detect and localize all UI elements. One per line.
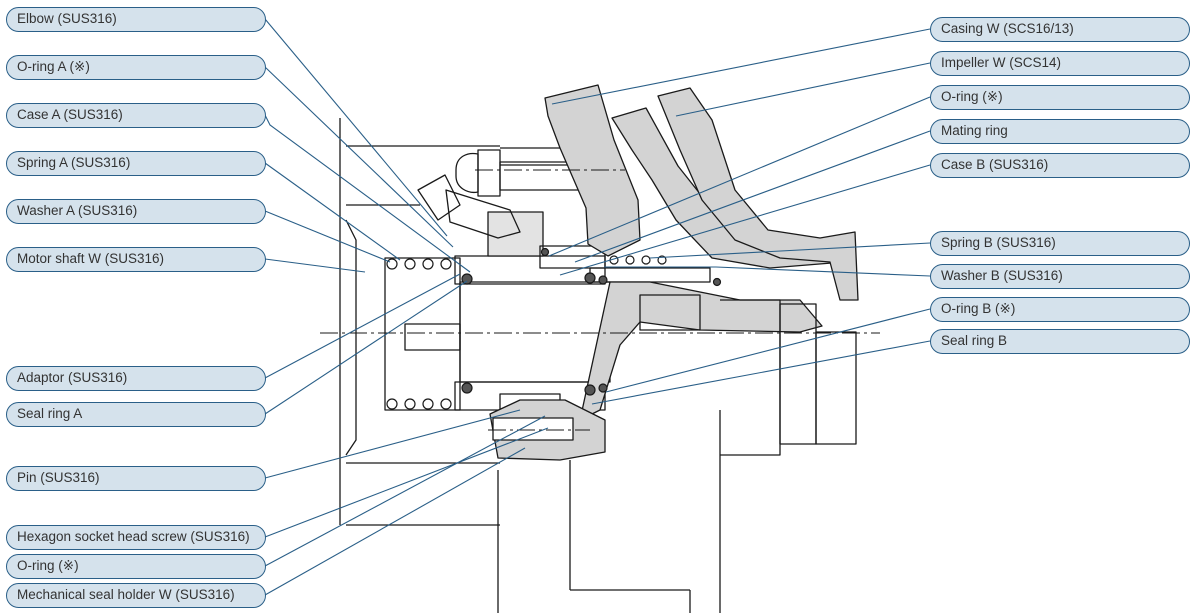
label-o-ring-a: O-ring A (※) (6, 55, 266, 80)
label-seal-ring-b: Seal ring B (930, 329, 1190, 354)
label-washer-b: Washer B (SUS316) (930, 264, 1190, 289)
label-motor-shaft-w: Motor shaft W (SUS316) (6, 247, 266, 272)
label-spring-a: Spring A (SUS316) (6, 151, 266, 176)
label-o-ring-b: O-ring B (※) (930, 297, 1190, 322)
label-o-ring-lower: O-ring (※) (6, 554, 266, 579)
label-elbow: Elbow (SUS316) (6, 7, 266, 32)
label-hexagon-socket-head-screw: Hexagon socket head screw (SUS316) (6, 525, 266, 550)
label-impeller-w: Impeller W (SCS14) (930, 51, 1190, 76)
label-casing-w: Casing W (SCS16/13) (930, 17, 1190, 42)
label-pin: Pin (SUS316) (6, 466, 266, 491)
label-spring-b: Spring B (SUS316) (930, 231, 1190, 256)
label-o-ring-upper: O-ring (※) (930, 85, 1190, 110)
label-case-a: Case A (SUS316) (6, 103, 266, 128)
label-mechanical-seal-holder-w: Mechanical seal holder W (SUS316) (6, 583, 266, 608)
label-seal-ring-a: Seal ring A (6, 402, 266, 427)
label-case-b: Case B (SUS316) (930, 153, 1190, 178)
label-washer-a: Washer A (SUS316) (6, 199, 266, 224)
label-mating-ring: Mating ring (930, 119, 1190, 144)
label-adaptor: Adaptor (SUS316) (6, 366, 266, 391)
